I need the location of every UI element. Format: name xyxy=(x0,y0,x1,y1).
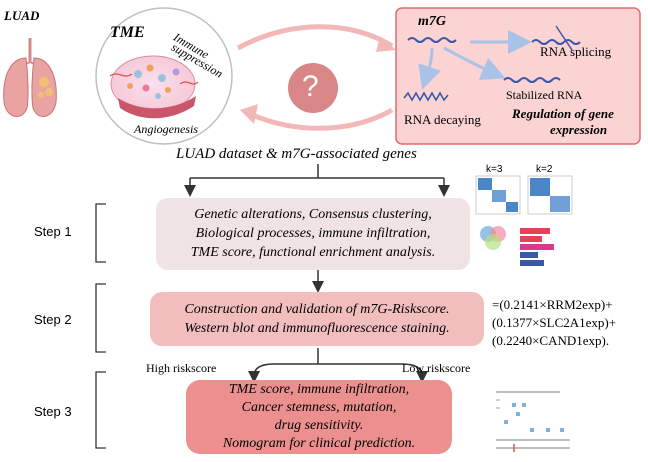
angiogenesis-label: Angiogenesis xyxy=(134,122,198,136)
high-riskscore-label: High riskscore xyxy=(146,361,217,375)
step-2-line: Construction and validation of m7G-Risks… xyxy=(184,302,450,317)
step-3-line: TME score, immune infiltration, xyxy=(228,382,410,397)
stabilized-rna-label: Stabilized RNA xyxy=(506,88,583,102)
formula-line: =(0.2141×RRM2exp)+ xyxy=(492,297,613,312)
tumor-microenvironment-icon xyxy=(95,7,233,145)
luad-label: LUAD xyxy=(4,8,40,23)
step-3-text: TME score, immune infiltration, Cancer s… xyxy=(186,381,452,453)
lungs-icon xyxy=(3,38,57,117)
m7g-title: m7G xyxy=(418,14,446,29)
step-1-line: Biological processes, immune infiltratio… xyxy=(195,226,431,241)
k3-label: k=3 xyxy=(486,164,503,175)
k2-label: k=2 xyxy=(536,164,553,175)
heatmap-k3-icon xyxy=(475,175,521,215)
step-2-box xyxy=(150,292,484,346)
heatmap-k2-icon xyxy=(527,175,573,215)
step-1-line: TME score, functional enrichment analysi… xyxy=(190,245,436,260)
step-1-text: Genetic alterations, Consensus clusterin… xyxy=(156,205,470,262)
low-riskscore-label: Low riskscore xyxy=(402,361,471,375)
step-2-text: Construction and validation of m7G-Risks… xyxy=(150,300,484,338)
formula-line: (0.1377×SLC2A1exp)+ xyxy=(492,315,617,330)
riskscore-formula: =(0.2141×RRM2exp)+ (0.1377×SLC2A1exp)+ (… xyxy=(492,296,616,350)
step-1-box xyxy=(156,198,470,270)
tme-title: TME xyxy=(110,24,145,41)
question-icon xyxy=(288,63,338,113)
nomogram-icon xyxy=(496,391,570,452)
step-3-line: drug sensitivity. xyxy=(274,418,364,433)
bar-chart-icon xyxy=(520,228,554,266)
step-2-label: Step 2 xyxy=(34,312,72,327)
step-3-box xyxy=(186,380,452,454)
question-mark: ? xyxy=(302,70,319,103)
dataset-label: LUAD dataset & m7G-associated genes xyxy=(176,146,417,162)
formula-line: (0.2240×CAND1exp). xyxy=(492,333,610,348)
step-3-line: Cancer stemness, mutation, xyxy=(241,400,397,415)
rna-decaying-label: RNA decaying xyxy=(404,112,481,127)
step-2-line: Western blot and immunofluorescence stai… xyxy=(184,321,450,336)
venn-icon xyxy=(480,226,506,250)
step-3-label: Step 3 xyxy=(34,404,72,419)
step-3-line: Nomogram for clinical prediction. xyxy=(222,436,416,451)
regulation-label-1: Regulation of gene xyxy=(512,106,614,121)
regulation-label-2: expression xyxy=(550,122,608,137)
rna-splicing-label: RNA splicing xyxy=(540,44,612,59)
step-1-line: Genetic alterations, Consensus clusterin… xyxy=(194,207,432,222)
step-1-label: Step 1 xyxy=(34,224,72,239)
